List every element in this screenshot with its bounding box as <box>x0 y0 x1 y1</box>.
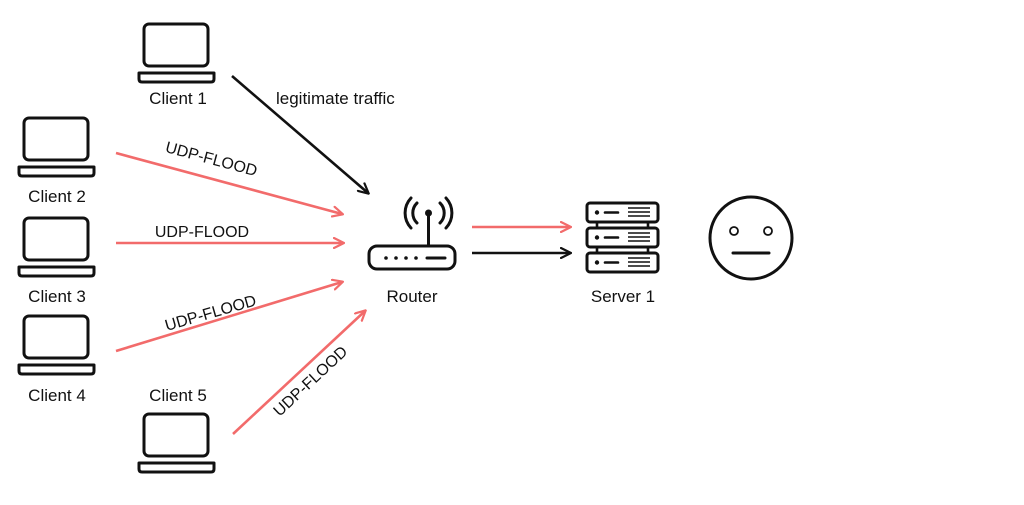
client-3-label: Client 3 <box>28 287 86 306</box>
client-4: Client 4 <box>17 314 96 405</box>
client-5-label: Client 5 <box>149 386 207 405</box>
edge-client3-router: UDP-FLOOD <box>116 224 343 243</box>
wifi-router-icon <box>367 196 457 271</box>
server: Server 1 <box>585 201 660 306</box>
laptop-icon <box>137 412 216 474</box>
flood-arrow <box>115 282 342 353</box>
router: Router <box>367 196 457 306</box>
client-2: Client 2 <box>17 116 96 206</box>
client-1-label: Client 1 <box>149 89 207 108</box>
legitimate-arrow <box>231 75 368 193</box>
laptop-icon <box>17 216 96 278</box>
flood-arrow <box>232 311 365 435</box>
server-label: Server 1 <box>591 287 655 306</box>
edge-label-flood: UDP-FLOOD <box>163 293 258 335</box>
client-4-label: Client 4 <box>28 386 86 405</box>
edge-router-server <box>472 227 570 253</box>
edge-label-flood: UDP-FLOOD <box>155 224 249 241</box>
router-label: Router <box>386 287 437 306</box>
laptop-icon <box>17 314 96 376</box>
server-rack-icon <box>585 201 660 274</box>
client-5: Client 5 <box>137 386 216 474</box>
client-3: Client 3 <box>17 216 96 306</box>
edge-label-legitimate: legitimate traffic <box>276 89 395 108</box>
edge-client4-router: UDP-FLOOD <box>115 282 342 353</box>
laptop-icon <box>137 22 216 84</box>
edge-client5-router: UDP-FLOOD <box>232 311 365 435</box>
flood-arrow <box>115 151 342 214</box>
neutral-face-icon <box>708 195 794 281</box>
edge-label-flood: UDP-FLOOD <box>271 343 352 420</box>
edge-client1-router: legitimate traffic <box>231 75 395 193</box>
client-1: Client 1 <box>137 22 216 108</box>
client-2-label: Client 2 <box>28 187 86 206</box>
edge-client2-router: UDP-FLOOD <box>115 139 342 214</box>
laptop-icon <box>17 116 96 178</box>
edge-label-flood: UDP-FLOOD <box>163 139 258 180</box>
